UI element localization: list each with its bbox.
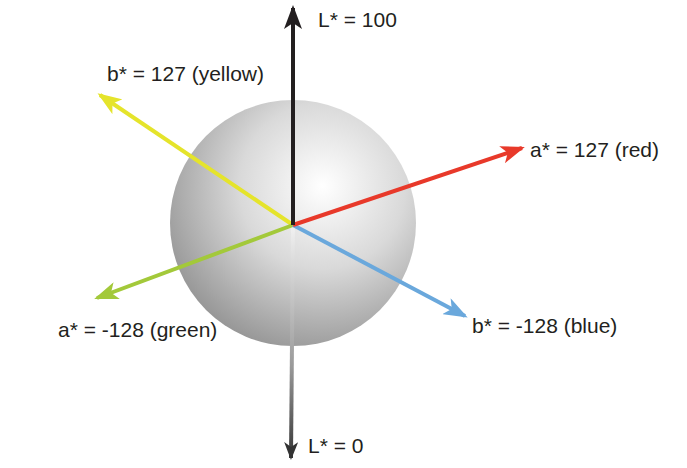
axis-label: b* = -128 (blue) — [472, 314, 617, 337]
a-axis-green — [97, 225, 293, 298]
axis-label: a* = -128 (green) — [58, 318, 217, 341]
axis-label: L* = 100 — [318, 8, 397, 31]
l-axis-up — [291, 8, 295, 225]
axis-label: L* = 0 — [308, 434, 363, 457]
b-axis-yellow — [100, 95, 293, 225]
b-axis-blue — [293, 225, 465, 316]
a-axis-red — [293, 148, 522, 225]
axis-label: b* = 127 (yellow) — [107, 62, 264, 85]
l-axis-down — [291, 225, 293, 458]
axis-label: a* = 127 (red) — [530, 138, 659, 161]
